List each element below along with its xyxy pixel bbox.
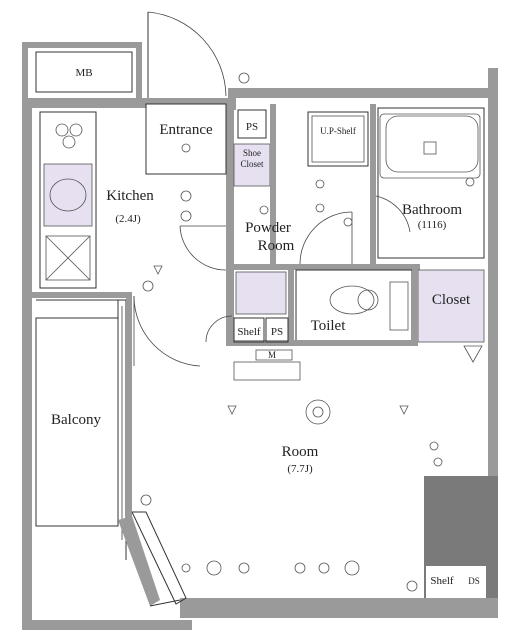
wall-bottom	[180, 598, 498, 618]
balcony-label: Balcony	[51, 412, 101, 428]
balcony-area	[35, 299, 127, 560]
ps-top-box	[237, 109, 267, 139]
kitchen-label: Kitchen	[106, 188, 154, 204]
mb-label: MB	[75, 67, 92, 79]
washbasin-box	[307, 111, 369, 167]
closet-label: Closet	[432, 292, 471, 308]
closet-box	[417, 269, 485, 343]
bathroom-size-label: (1116)	[418, 219, 447, 231]
door-room	[133, 295, 201, 367]
wall-top-kitchen	[22, 98, 146, 108]
powder-room-label-1: Powder	[245, 220, 291, 236]
wall-bottom-left	[22, 620, 192, 630]
wall-powder-bottom	[234, 264, 420, 270]
wall-left	[22, 100, 32, 630]
powder-room-label-2: Room	[258, 238, 295, 254]
toilet-fixture	[329, 281, 409, 331]
shelf-left-label: Shelf	[237, 326, 261, 338]
bathtub	[385, 115, 479, 173]
wall-entrance-top	[146, 98, 226, 104]
ps-top-label: PS	[246, 121, 258, 133]
room-size-label: (7.7J)	[287, 463, 313, 475]
mb-block	[22, 42, 142, 100]
door-toilet	[205, 315, 233, 343]
room-fixtures	[140, 72, 483, 592]
entrance-label: Entrance	[159, 122, 213, 138]
bathroom-label: Bathroom	[402, 202, 462, 218]
laundry-box	[235, 271, 287, 315]
m-box-label: M	[268, 350, 276, 360]
room-window-diagonal	[118, 511, 187, 607]
ds-label: DS	[468, 576, 480, 586]
wall-right	[488, 68, 498, 538]
wall-powder-left	[270, 104, 276, 264]
wall-toilet-left	[288, 270, 294, 346]
door-entrance	[147, 11, 227, 98]
wall-room-left	[126, 292, 132, 520]
shoe-closet-label: Shoe Closet	[240, 148, 264, 169]
wall-closet-left	[412, 268, 418, 346]
washbasin-inner	[311, 115, 365, 163]
ps-bottom-box	[265, 317, 289, 343]
shelf-left-box	[233, 317, 265, 343]
shelf-ds-box	[426, 566, 486, 600]
door-kitchen	[179, 225, 227, 271]
ps-bottom-label: PS	[271, 326, 283, 338]
bathtub-rim	[379, 113, 481, 179]
door-bathroom	[375, 195, 411, 233]
entrance-area	[145, 103, 227, 175]
wall-kitchen-bottom	[32, 292, 132, 298]
up-shelf-label: U.P-Shelf	[320, 126, 356, 136]
kitchen-size-label: (2.4J)	[115, 213, 141, 225]
kitchen-counter	[39, 111, 97, 289]
wall-toilet-bottom	[234, 340, 414, 346]
wall-top-right	[228, 88, 490, 98]
shelf-right-label: Shelf	[430, 575, 454, 587]
room-label: Room	[282, 444, 319, 460]
shoe-closet-label-wrap: Shoe Closet	[240, 148, 264, 169]
bathroom-box	[377, 107, 485, 259]
wall-kitchen-right	[226, 98, 234, 346]
toilet-label: Toilet	[311, 318, 347, 334]
wall-bathroom-left	[370, 104, 376, 264]
